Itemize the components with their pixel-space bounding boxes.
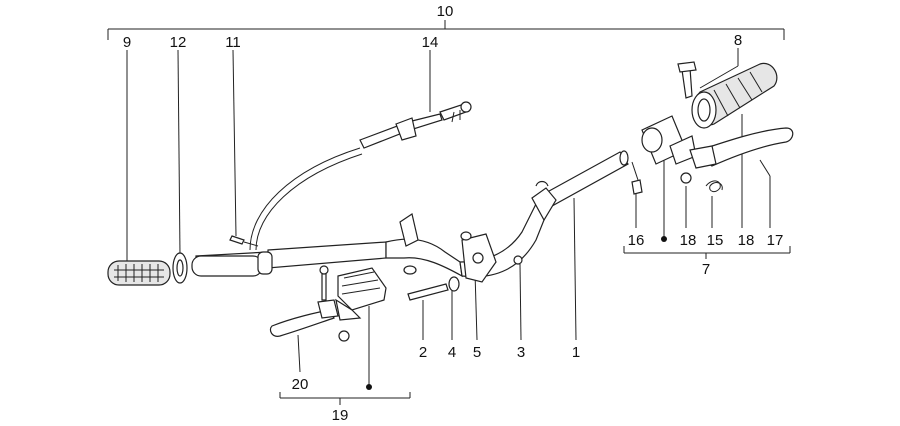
throttle-tube — [191, 251, 273, 277]
group-bracket-7 — [623, 246, 791, 259]
callout-1: 1 — [572, 344, 580, 361]
left-grip — [107, 260, 171, 286]
callout-5: 5 — [473, 344, 481, 361]
callout-15: 15 — [707, 232, 724, 249]
callout-10: 10 — [437, 3, 454, 20]
callout-3: 3 — [517, 344, 525, 361]
callout-4: 4 — [448, 344, 456, 361]
callout-14: 14 — [422, 34, 439, 51]
master-cylinder — [319, 265, 387, 342]
callout-16: 16 — [628, 232, 645, 249]
callout-18-right: 18 — [738, 232, 755, 249]
callout-7: 7 — [702, 261, 710, 278]
callout-17: 17 — [767, 232, 784, 249]
reference-dot-19 — [366, 384, 372, 390]
throttle-cable — [249, 101, 472, 251]
callout-18-left: 18 — [680, 232, 697, 249]
callout-12: 12 — [170, 34, 187, 51]
spring-15 — [705, 180, 723, 193]
callout-2: 2 — [419, 344, 427, 361]
left-brake-lever — [269, 299, 339, 337]
callout-20: 20 — [292, 376, 309, 393]
right-perch-clamp — [631, 115, 697, 195]
right-brake-lever — [689, 127, 794, 169]
leader-lines — [126, 48, 771, 385]
callout-9: 9 — [123, 34, 131, 51]
callout-19: 19 — [332, 407, 349, 424]
callout-8: 8 — [734, 32, 742, 49]
group-bracket-10 — [107, 20, 785, 40]
brake-bolt-assembly — [407, 231, 523, 301]
reference-dot-7 — [661, 236, 667, 242]
screw-11 — [229, 235, 259, 247]
group-bracket-19 — [279, 392, 411, 405]
right-grip — [677, 61, 778, 129]
washer-12 — [172, 252, 188, 284]
callout-11: 11 — [225, 34, 241, 51]
